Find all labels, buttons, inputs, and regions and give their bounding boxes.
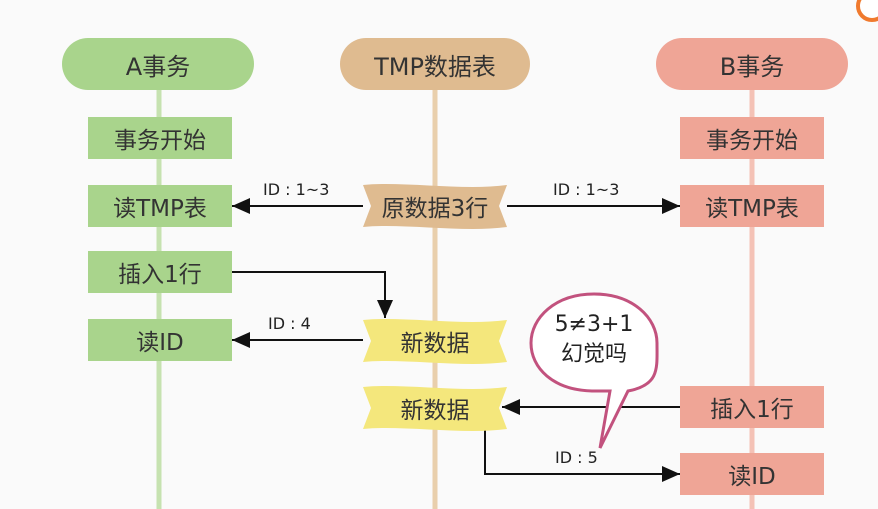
b-step-insert: 插入1行 xyxy=(680,386,824,428)
label-b-read-ids: ID : 1~3 xyxy=(553,180,620,199)
corner-record-icon xyxy=(856,0,878,22)
arrow-new-to-b-read xyxy=(484,430,680,482)
lane-a-title: A事务 xyxy=(125,52,191,81)
lane-b-header: B事务 xyxy=(656,38,848,90)
tmp-new-label-2: 新数据 xyxy=(400,398,470,424)
lane-b-title: B事务 xyxy=(719,52,785,81)
lane-tmp-title: TMP数据表 xyxy=(374,52,496,81)
a-step-read-tmp: 读TMP表 xyxy=(88,185,232,227)
a-step-read-id: 读ID xyxy=(88,319,232,361)
arrow-a-insert xyxy=(232,271,393,318)
label-a-read-ids: ID : 1~3 xyxy=(263,180,330,199)
bubble-line-2: 幻觉吗 xyxy=(560,342,627,367)
tmp-new-data-2: 新数据 xyxy=(363,385,507,431)
label-b-read-new: ID : 5 xyxy=(555,448,598,467)
tmp-original-flag-shape xyxy=(363,184,507,229)
tmp-original-label: 原数据3行 xyxy=(381,196,489,222)
tmp-original-rows: 原数据3行 xyxy=(363,183,507,229)
speech-bubble xyxy=(529,292,659,449)
b-step-read-id: 读ID xyxy=(680,453,824,495)
a-step-insert: 插入1行 xyxy=(88,251,232,293)
b-step-read-tmp: 读TMP表 xyxy=(680,185,824,227)
tmp-new-flag-shape-2 xyxy=(363,386,507,431)
tmp-new-label-1: 新数据 xyxy=(400,331,470,357)
tmp-new-flag-shape-1 xyxy=(363,319,507,364)
lane-tmp-header: TMP数据表 xyxy=(340,38,530,90)
lane-a-header: A事务 xyxy=(62,38,254,90)
tmp-new-data-1: 新数据 xyxy=(363,318,507,364)
b-step-start: 事务开始 xyxy=(680,117,824,159)
label-a-read-new: ID : 4 xyxy=(268,314,311,333)
a-step-start: 事务开始 xyxy=(88,117,232,159)
bubble-line-1: 5≠3+1 xyxy=(554,312,634,337)
